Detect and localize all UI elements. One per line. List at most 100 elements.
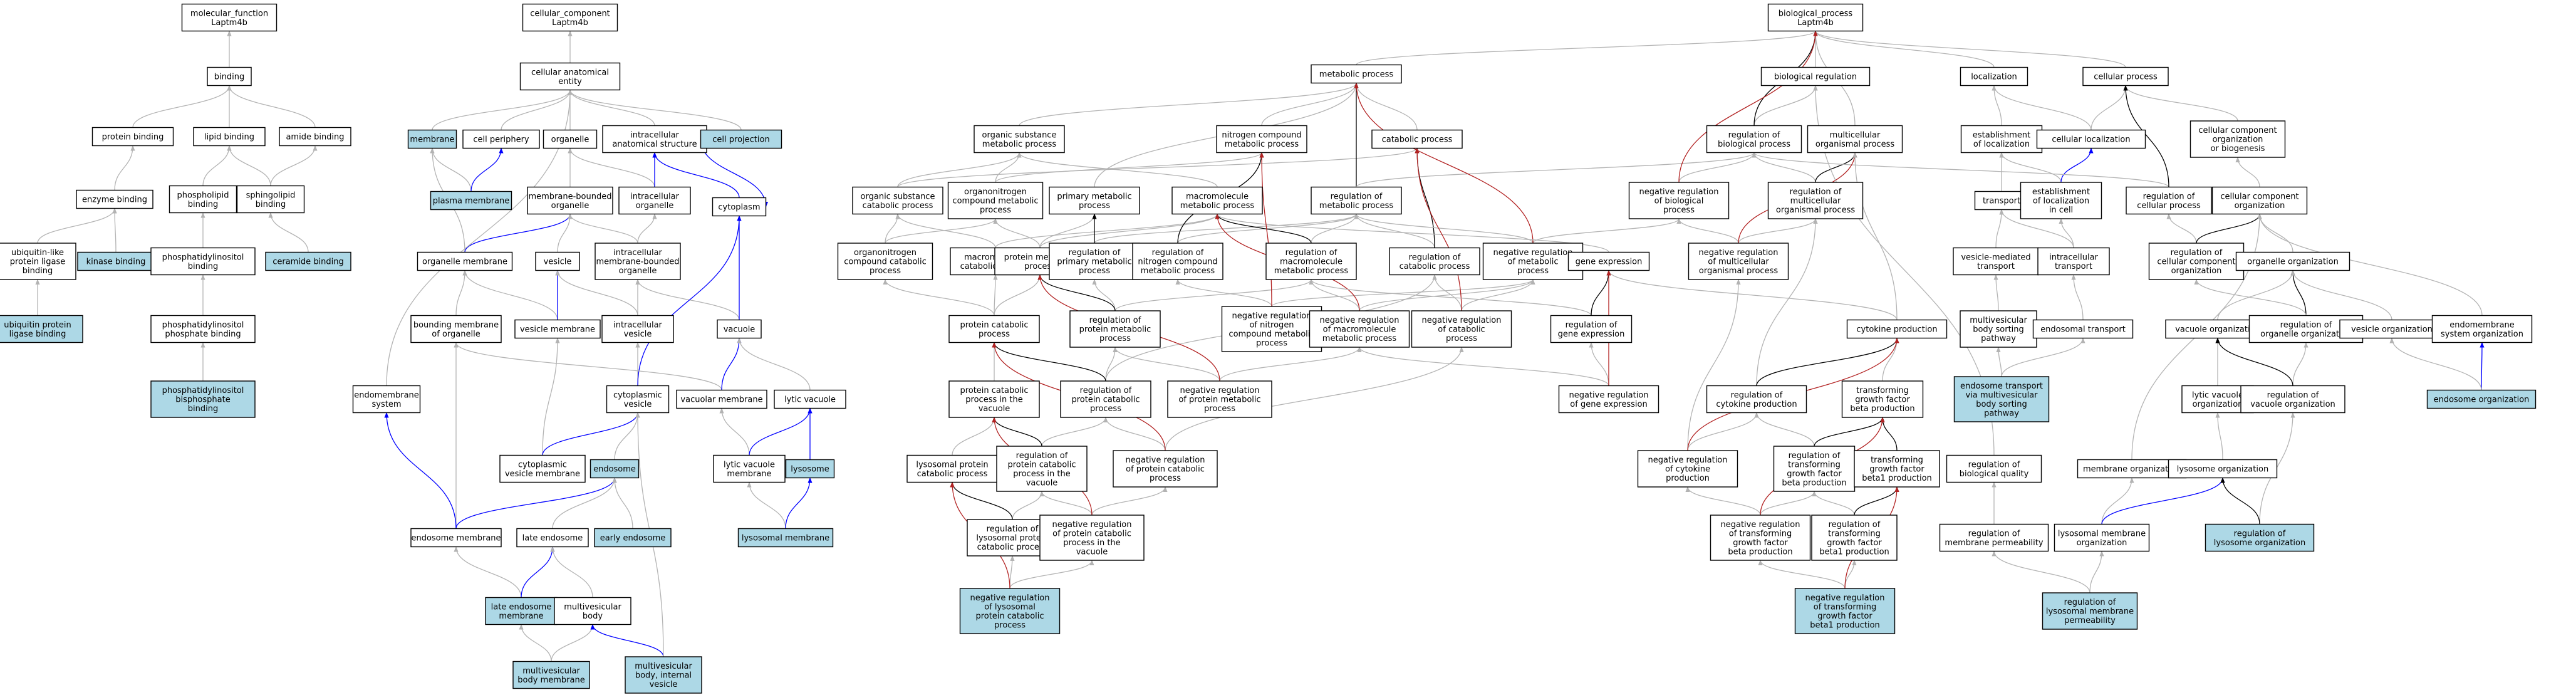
term-box bbox=[91, 127, 174, 147]
term-box bbox=[601, 315, 674, 343]
relation-edge bbox=[270, 145, 318, 186]
relation-edge bbox=[897, 152, 1022, 187]
relation-edge bbox=[557, 213, 573, 253]
term-box bbox=[2036, 129, 2146, 149]
term-node-enzyme-binding: enzyme binding bbox=[76, 189, 153, 209]
term-label: vesicle organization bbox=[2351, 325, 2433, 335]
term-label: gene expression bbox=[1576, 258, 1643, 267]
term-node-gene-expression: gene expression bbox=[1567, 251, 1650, 271]
relation-edge bbox=[1259, 152, 1272, 307]
term-label: transport bbox=[1983, 197, 2020, 206]
term-box bbox=[1841, 380, 1924, 418]
relation-edge bbox=[590, 624, 664, 657]
relation-edge bbox=[1753, 85, 1818, 126]
relation-edge bbox=[1687, 279, 1741, 451]
relation-edge bbox=[384, 412, 457, 529]
term-box bbox=[712, 197, 767, 217]
term-box bbox=[462, 129, 540, 149]
relation-edge bbox=[1017, 152, 1218, 187]
relation-edge bbox=[37, 207, 117, 244]
relation-edge bbox=[992, 342, 1106, 382]
relation-edge bbox=[993, 274, 998, 316]
relation-edge bbox=[992, 417, 1042, 447]
term-box bbox=[2339, 319, 2444, 339]
relation-edge bbox=[2196, 213, 2262, 244]
term-node-metabolic-process: metabolic process bbox=[1311, 64, 1402, 84]
relation-edge bbox=[455, 269, 467, 316]
relation-edge bbox=[1756, 218, 1818, 386]
term-box bbox=[1710, 515, 1811, 561]
relation-edge bbox=[552, 477, 617, 529]
relation-edge bbox=[1532, 218, 1681, 244]
term-node-cell-periphery: cell periphery bbox=[462, 129, 540, 149]
term-node-lysosomal-membrane: lysosomal membrane bbox=[737, 528, 834, 548]
relation-edge bbox=[1685, 486, 1761, 516]
term-box bbox=[676, 389, 767, 409]
term-box bbox=[1960, 310, 2037, 348]
relation-edge bbox=[1687, 412, 1759, 451]
relation-edge bbox=[1754, 412, 1815, 447]
term-box bbox=[485, 597, 558, 625]
term-box bbox=[2054, 523, 2150, 552]
term-box bbox=[1854, 450, 1940, 488]
term-box bbox=[1265, 243, 1357, 280]
term-box bbox=[595, 243, 681, 280]
term-box bbox=[2042, 592, 2138, 630]
term-box bbox=[2189, 120, 2286, 158]
relation-edge bbox=[1854, 486, 1899, 516]
relation-edge bbox=[519, 624, 552, 662]
relation-edge bbox=[883, 279, 995, 316]
term-label: lysosome bbox=[791, 465, 829, 474]
term-box bbox=[279, 127, 351, 147]
term-label: lysosomal membrane bbox=[742, 534, 829, 543]
relation-edge bbox=[1461, 279, 1535, 311]
term-box bbox=[193, 127, 266, 147]
term-label: lipid binding bbox=[204, 133, 254, 142]
relation-edge bbox=[2090, 85, 2128, 130]
term-node-bio-regulation: biological regulation bbox=[1760, 66, 1871, 86]
relation-edge bbox=[1589, 342, 1609, 386]
relation-edge bbox=[1756, 337, 1899, 386]
term-box bbox=[150, 380, 256, 418]
relation-edge bbox=[501, 89, 573, 130]
term-box bbox=[1171, 186, 1263, 215]
relation-edge bbox=[719, 407, 750, 456]
term-box bbox=[589, 459, 640, 479]
relation-edge bbox=[430, 147, 472, 192]
term-box bbox=[2020, 182, 2102, 219]
term-node-protein-binding: protein binding bbox=[91, 127, 174, 147]
relation-edge bbox=[1354, 82, 1418, 130]
term-box bbox=[774, 389, 846, 409]
relation-edge bbox=[455, 477, 617, 529]
relation-edge bbox=[1676, 218, 1739, 244]
relation-edge bbox=[737, 337, 811, 390]
term-box bbox=[181, 3, 278, 32]
